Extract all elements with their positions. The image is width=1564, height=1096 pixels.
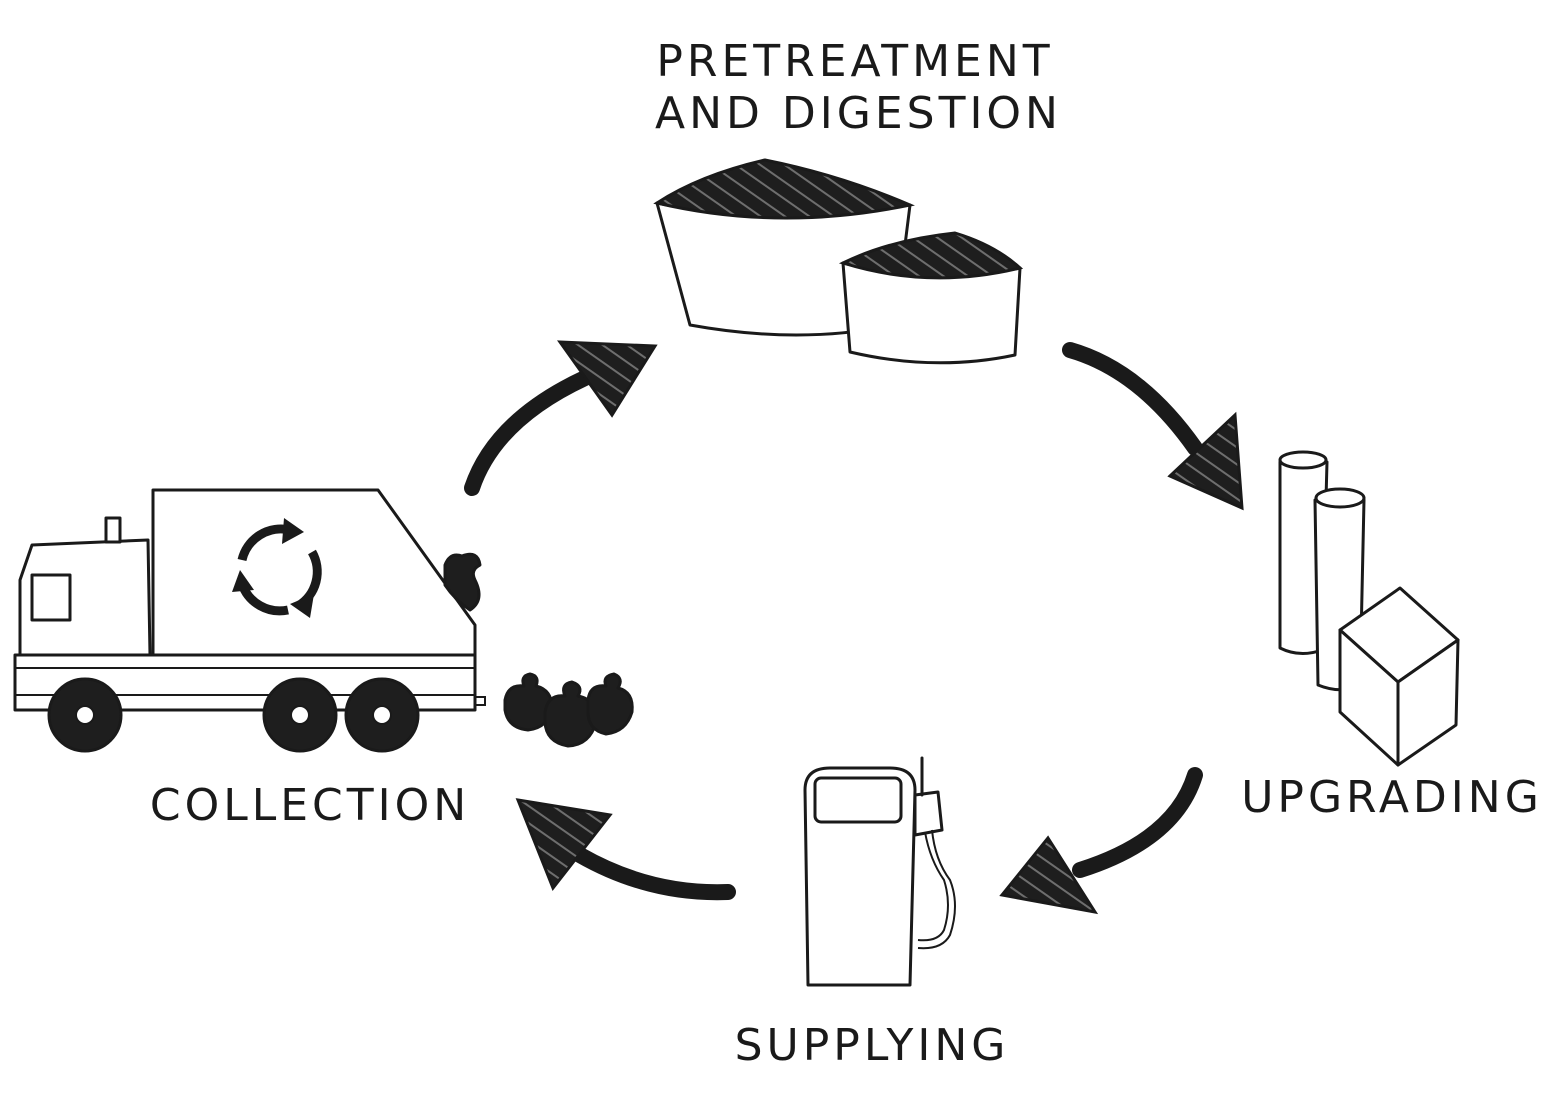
label-pretreatment-line1: PRETREATMENT: [656, 36, 1054, 87]
arrow-pretreatment-to-upgrading: [1062, 342, 1244, 511]
arrow-supplying-to-collection: [515, 798, 736, 901]
upgrading-columns-icon: [1278, 450, 1460, 767]
label-supplying: SUPPLYING: [734, 1020, 1010, 1071]
arrow-upgrading-to-supplying: [999, 767, 1203, 915]
label-pretreatment-line2: AND DIGESTION: [655, 88, 1062, 139]
digester-tanks-icon: [653, 158, 1024, 365]
label-collection: COLLECTION: [149, 780, 471, 831]
arrow-collection-to-pretreatment: [464, 340, 658, 496]
recycle-icon: [232, 518, 322, 618]
fuel-pump-icon: [803, 756, 956, 987]
garbage-truck-icon: [13, 488, 486, 753]
label-upgrading: UPGRADING: [1241, 772, 1543, 823]
garbage-bags-icon: [503, 672, 634, 748]
